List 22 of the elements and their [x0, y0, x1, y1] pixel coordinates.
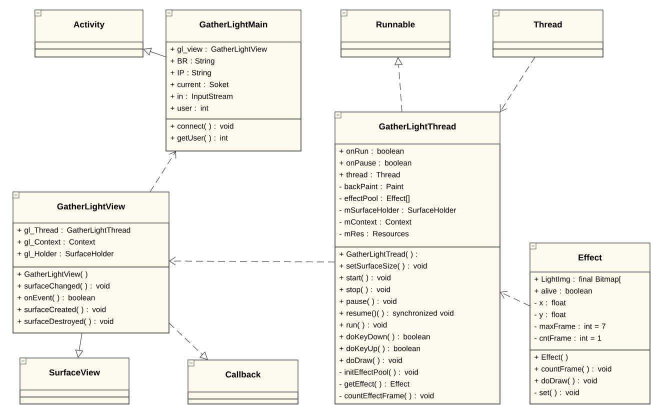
arrow — [75, 332, 84, 358]
compartment — [34, 42, 144, 50]
arrow — [168, 322, 208, 360]
compartment — [188, 392, 298, 400]
compartment — [188, 398, 298, 404]
arrow — [150, 151, 176, 192]
class-box: Runnable — [340, 10, 450, 58]
compartment — [34, 48, 144, 58]
class-box: Callback — [188, 360, 298, 404]
arrow — [500, 56, 536, 112]
compartment — [340, 48, 450, 58]
class-box: SurfaceView — [20, 358, 130, 404]
class-box: Thread — [492, 10, 604, 58]
arrow — [500, 290, 530, 306]
compartment — [492, 48, 604, 58]
arrow — [169, 256, 336, 266]
compartment — [340, 42, 450, 50]
compartment — [20, 390, 130, 398]
compartment — [492, 42, 604, 50]
arrow — [143, 48, 166, 58]
compartment — [20, 396, 130, 404]
class-box: Activity — [34, 10, 144, 58]
